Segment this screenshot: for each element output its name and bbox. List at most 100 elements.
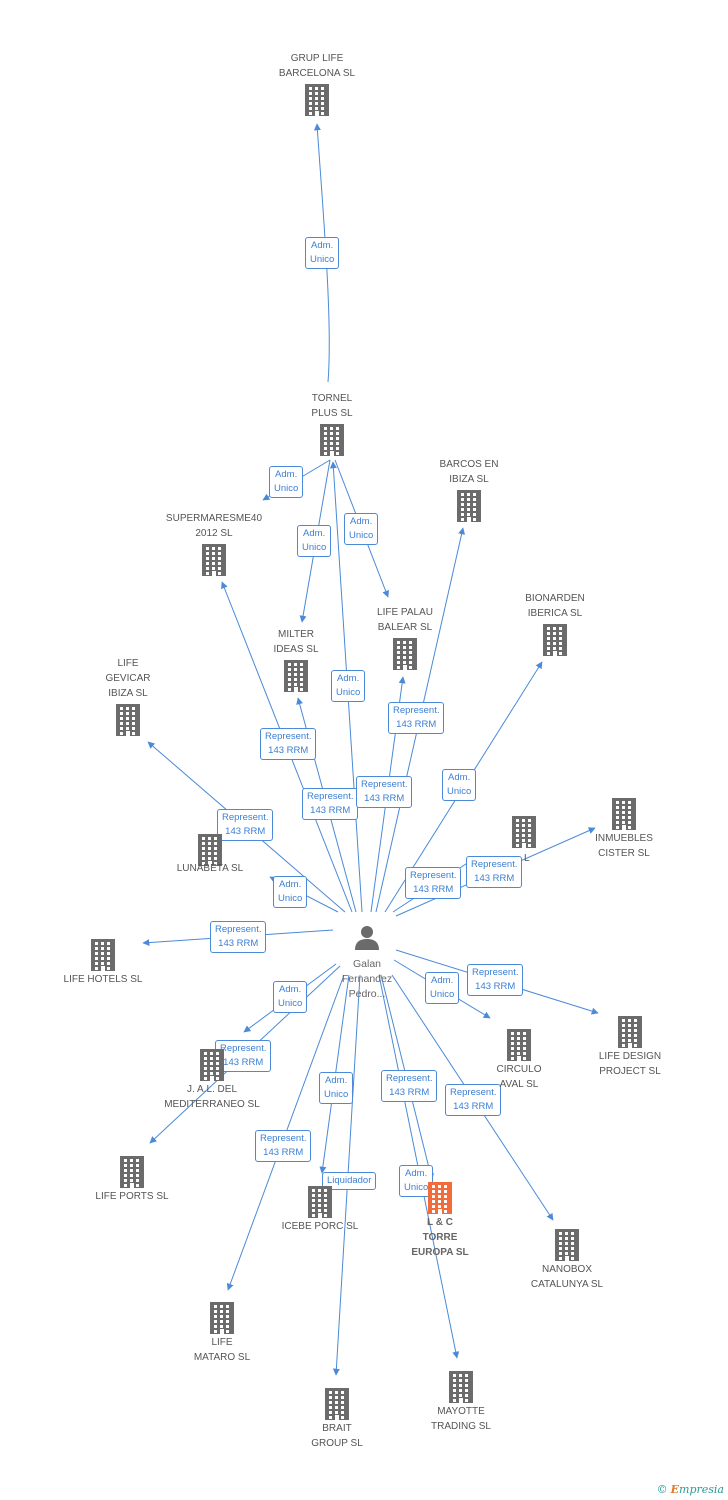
company-name-line: CISTER SL xyxy=(598,848,650,859)
company-name-line: GROUP SL xyxy=(311,1438,363,1449)
company-name-line: LIFE PORTS SL xyxy=(95,1191,169,1202)
edge-label-p-mataro[interactable]: Represent.143 RRM xyxy=(255,1130,312,1162)
building-icon xyxy=(555,1229,579,1261)
building-icon xyxy=(91,939,115,971)
edge-label-p-jal[interactable]: Adm.Unico xyxy=(273,981,308,1013)
company-name-line: BIONARDEN xyxy=(525,593,585,604)
edge-label-p-design[interactable]: Represent. 143 RRM xyxy=(467,964,524,996)
edge-label-line: 143 RRM xyxy=(474,873,515,884)
edge-label-line: Represent. xyxy=(472,967,519,978)
company-node-lunabeta[interactable]: LUNABETA SL xyxy=(150,831,270,876)
company-name-line: BARCOS EN xyxy=(439,459,499,470)
edge-label-p-brait[interactable]: Liquidador xyxy=(322,1172,377,1190)
edge-label-line: Adm. xyxy=(311,240,334,251)
company-name-line: LIFE DESIGN xyxy=(598,1051,662,1062)
edge-label-tornel-palau[interactable]: Adm. Unico xyxy=(344,513,379,545)
building-icon xyxy=(202,544,226,576)
company-node-icebe[interactable]: ICEBE PORC SL xyxy=(260,1183,380,1234)
edge-label-p-milter[interactable]: Represent.143 RRM xyxy=(302,788,359,820)
edge-label-line: 143 RRM xyxy=(475,981,516,992)
building-icon xyxy=(449,1371,473,1403)
edge-label-line: Unico xyxy=(336,687,361,698)
company-name: LIFE PORTS SL xyxy=(72,1189,192,1204)
company-name-line: LIFE xyxy=(211,1337,233,1348)
building-icon xyxy=(393,638,417,670)
edge-label-p-tornel[interactable]: Adm.Unico xyxy=(331,670,366,702)
edge-label-tornel-super[interactable]: Adm.Unico xyxy=(269,466,304,498)
edge-label-line: Unico xyxy=(310,254,335,265)
edge-label-tornel-grup[interactable]: Adm. Unico xyxy=(305,237,340,269)
edge-label-line: Unico xyxy=(447,786,472,797)
edge-label-line: Unico xyxy=(274,483,299,494)
company-name-line: CATALUNYA SL xyxy=(530,1279,604,1290)
edge-label-p-mayotte[interactable]: Represent.143 RRM xyxy=(381,1070,438,1102)
company-name-line: MAYOTTE xyxy=(437,1406,485,1417)
edge-label-p-nanobox[interactable]: Represent.143 RRM xyxy=(445,1084,502,1116)
edge-label-line: Unico xyxy=(349,530,374,541)
edge-label-line: Represent. xyxy=(220,1043,267,1054)
edge-label-line: Unico xyxy=(404,1182,429,1193)
edge-label-p-hidden1[interactable]: Represent.143 RRM xyxy=(405,867,462,899)
edge-label-p-torre[interactable]: Adm.Unico xyxy=(399,1165,434,1197)
company-node-hidden1[interactable]: L xyxy=(494,813,554,864)
edge-label-p-hotels[interactable]: Represent.143 RRM xyxy=(210,921,267,953)
edge-label-line: 143 RRM xyxy=(263,1147,304,1158)
edge-label-line: Unico xyxy=(302,542,327,553)
building-icon xyxy=(198,834,222,866)
company-name-line: BALEAR SL xyxy=(377,622,433,633)
company-name-line: TORNEL xyxy=(311,393,353,404)
edge-label-p-super[interactable]: Represent.143 RRM xyxy=(260,728,317,760)
company-name-line: LIFE HOTELS SL xyxy=(63,974,143,985)
company-name-line: IBIZA SL xyxy=(108,688,148,699)
edge-label-line: Unico xyxy=(278,998,303,1009)
edge-label-p-icebe[interactable]: Adm.Unico xyxy=(319,1072,354,1104)
building-icon xyxy=(325,1388,349,1420)
edge-label-line: Represent. xyxy=(471,859,518,870)
company-node-barcos[interactable]: BARCOS EN IBIZA SL xyxy=(409,457,529,523)
edge-label-line: Adm. xyxy=(325,1075,348,1086)
company-node-ports[interactable]: LIFE PORTS SL xyxy=(72,1153,192,1204)
edge-label-p-bionarden[interactable]: Adm.Unico xyxy=(442,769,477,801)
company-node-inmuebles[interactable]: INMUEBLES CISTER SL xyxy=(564,795,684,861)
edge-label-line: Adm. xyxy=(431,975,454,986)
edge-label-tornel-milter[interactable]: Adm.Unico xyxy=(297,525,332,557)
edge-label-p-palau[interactable]: Represent.143 RRM xyxy=(356,776,413,808)
edge-label-line: 143 RRM xyxy=(225,826,266,837)
edge-label-line: 143 RRM xyxy=(364,793,405,804)
empresia-logo: ©Empresia xyxy=(657,1483,724,1496)
company-name-line: INMUEBLES xyxy=(595,833,653,844)
edge-label-line: Adm. xyxy=(350,516,373,527)
edge-label-p-barcos[interactable]: Represent.143 RRM xyxy=(388,702,445,734)
edge-label-p-circulo[interactable]: Adm. Unico xyxy=(425,972,460,1004)
edge-label-p-inmuebles[interactable]: Represent. 143 RRM xyxy=(466,856,523,888)
edge-label-p-lunabeta[interactable]: Adm.Unico xyxy=(273,876,308,908)
company-name-line: EUROPA SL xyxy=(411,1247,469,1258)
edge-label-p-gevicar[interactable]: Represent. 143 RRM xyxy=(217,809,274,841)
edge-label-line: Unico xyxy=(430,989,455,1000)
edge-label-line: 143 RRM xyxy=(223,1057,264,1068)
company-node-hotels[interactable]: LIFE HOTELS SL xyxy=(43,936,163,987)
edge-label-line: Represent. xyxy=(222,812,269,823)
company-name: LUNABETA SL xyxy=(150,861,270,876)
company-name-line: IBIZA SL xyxy=(449,474,489,485)
